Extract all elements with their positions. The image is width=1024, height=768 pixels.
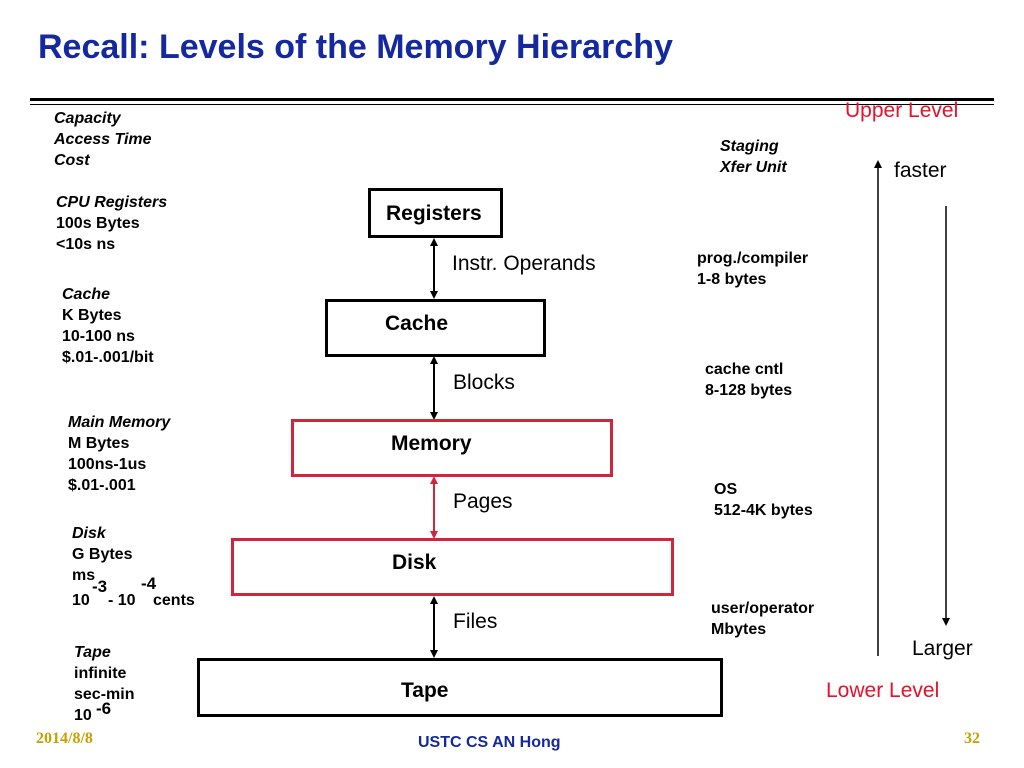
tape-capacity: infinite bbox=[74, 665, 127, 682]
title-rule bbox=[30, 98, 994, 101]
footer-center: USTC CS AN Hong bbox=[418, 734, 561, 751]
page-title: Recall: Levels of the Memory Hierarchy bbox=[38, 28, 673, 66]
faster-label: faster bbox=[894, 159, 947, 182]
memory-label: Memory bbox=[391, 432, 472, 455]
cache-access-time: 10-100 ns bbox=[62, 328, 135, 345]
registers-props-title: CPU Registers bbox=[56, 194, 168, 211]
cache-label: Cache bbox=[385, 312, 449, 335]
tape-props: Tape infinite sec-min 10 bbox=[74, 642, 134, 726]
tape-label: Tape bbox=[401, 679, 449, 702]
registers-box: Registers bbox=[368, 188, 503, 238]
tape-cost-exp: -6 bbox=[96, 699, 112, 718]
edge-label-files: Files bbox=[453, 610, 498, 633]
cache-capacity: K Bytes bbox=[62, 307, 122, 324]
capacity-label: Capacity bbox=[54, 110, 121, 127]
disk-cost-low: 10 bbox=[72, 592, 90, 609]
cache-props: Cache K Bytes 10-100 ns $.01-.001/bit bbox=[62, 284, 154, 368]
xfer-unit-label: Xfer Unit bbox=[720, 159, 787, 176]
page-number: 32 bbox=[964, 730, 980, 747]
memory-box: Memory bbox=[291, 419, 613, 477]
memory-access-time: 100ns-1us bbox=[68, 456, 147, 473]
right-header: Staging Xfer Unit bbox=[720, 136, 787, 178]
disk-label: Disk bbox=[392, 551, 437, 574]
staging-disk-tape: user/operator Mbytes bbox=[711, 598, 814, 640]
tape-box: Tape bbox=[197, 658, 723, 717]
memory-props: Main Memory M Bytes 100ns-1us $.01-.001 bbox=[68, 412, 170, 496]
registers-access-time: <10s ns bbox=[56, 236, 116, 253]
disk-props: Disk G Bytes ms bbox=[72, 523, 132, 586]
registers-capacity: 100s Bytes bbox=[56, 215, 140, 232]
disk-props-title: Disk bbox=[72, 525, 106, 542]
staging-agent: user/operator bbox=[711, 600, 815, 617]
edge-label-pages: Pages bbox=[453, 490, 513, 513]
staging-unit: Mbytes bbox=[711, 621, 767, 638]
footer-date: 2014/8/8 bbox=[36, 730, 93, 747]
disk-cost-exp-high: -4 bbox=[141, 574, 157, 593]
registers-props: CPU Registers 100s Bytes <10s ns bbox=[56, 192, 167, 255]
staging-agent: prog./compiler bbox=[697, 250, 809, 267]
cache-box: Cache bbox=[325, 299, 546, 357]
staging-label: Staging bbox=[720, 138, 779, 155]
staging-agent: cache cntl bbox=[705, 361, 784, 378]
access-time-label: Access Time bbox=[54, 131, 152, 148]
disk-capacity: G Bytes bbox=[72, 546, 133, 563]
cache-props-title: Cache bbox=[62, 286, 111, 303]
staging-memory-disk: OS 512-4K bytes bbox=[714, 479, 813, 521]
staging-cache-memory: cache cntl 8-128 bytes bbox=[705, 359, 792, 401]
cache-cost: $.01-.001/bit bbox=[62, 349, 154, 366]
edge-label-blocks: Blocks bbox=[453, 371, 515, 394]
memory-capacity: M Bytes bbox=[68, 435, 130, 452]
staging-registers-cache: prog./compiler 1-8 bytes bbox=[697, 248, 808, 290]
upper-level-label: Upper Level bbox=[845, 99, 959, 122]
disk-cost-unit: cents bbox=[153, 592, 195, 609]
disk-box: Disk bbox=[231, 538, 674, 596]
staging-agent: OS bbox=[714, 481, 738, 498]
disk-cost-exp-low: -3 bbox=[92, 577, 108, 596]
tape-cost: 10 bbox=[74, 707, 92, 724]
disk-access-time: ms bbox=[72, 567, 96, 584]
left-header: Capacity Access Time Cost bbox=[54, 108, 152, 171]
larger-label: Larger bbox=[912, 637, 973, 660]
title-rule-thin bbox=[30, 104, 994, 105]
registers-label: Registers bbox=[386, 202, 482, 225]
staging-unit: 1-8 bytes bbox=[697, 271, 767, 288]
memory-props-title: Main Memory bbox=[68, 414, 171, 431]
memory-cost: $.01-.001 bbox=[68, 477, 136, 494]
disk-cost-dash: - 10 bbox=[108, 592, 136, 609]
lower-level-label: Lower Level bbox=[826, 679, 940, 702]
tape-props-title: Tape bbox=[74, 644, 111, 661]
staging-unit: 8-128 bytes bbox=[705, 382, 793, 399]
tape-access-time: sec-min bbox=[74, 686, 135, 703]
cost-label: Cost bbox=[54, 152, 90, 169]
staging-unit: 512-4K bytes bbox=[714, 502, 813, 519]
edge-label-instr-operands: Instr. Operands bbox=[452, 252, 596, 275]
